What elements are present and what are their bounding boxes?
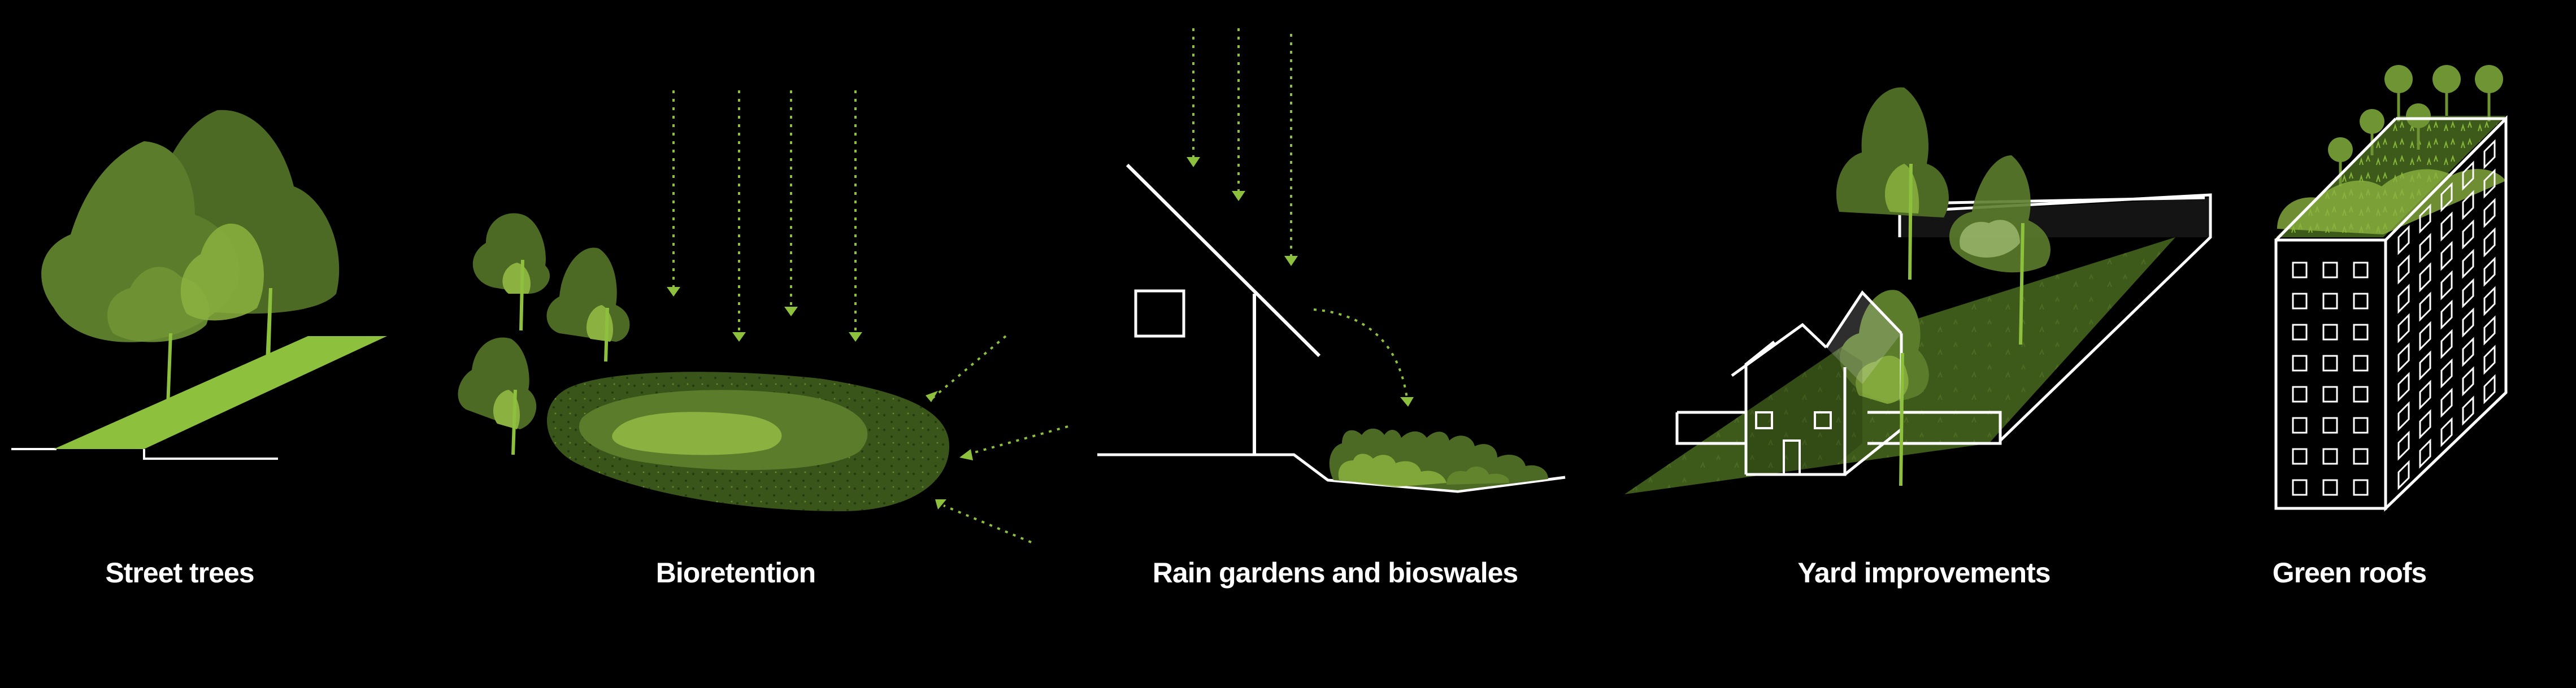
window <box>2353 324 2369 341</box>
window <box>2462 160 2474 191</box>
caption-green-roofs: Green roofs <box>2272 557 2427 589</box>
caption-street-trees: Street trees <box>105 557 254 589</box>
window <box>2483 345 2496 375</box>
street-trees-illustration <box>11 110 387 460</box>
window <box>2353 479 2369 496</box>
green-roof-illustration <box>2274 65 2508 512</box>
window <box>2397 313 2410 343</box>
window <box>2419 409 2431 439</box>
window <box>2292 262 2308 278</box>
bioretention-illustration <box>458 90 1068 543</box>
window <box>2462 219 2474 250</box>
window <box>2397 342 2410 373</box>
window <box>2397 254 2410 285</box>
window <box>2462 190 2474 220</box>
window <box>2419 350 2431 381</box>
window <box>2322 355 2338 372</box>
window <box>2440 387 2453 418</box>
window <box>2440 182 2453 212</box>
house-icon <box>1731 290 1903 476</box>
window <box>2353 448 2369 465</box>
window <box>2419 233 2431 263</box>
window <box>2322 417 2338 434</box>
caption-rain-gardens: Rain gardens and bioswales <box>1152 557 1518 589</box>
window <box>2322 448 2338 465</box>
window <box>2440 417 2453 447</box>
window <box>2419 380 2431 410</box>
window <box>2292 479 2308 496</box>
window <box>2440 329 2453 359</box>
window <box>2483 139 2496 169</box>
window <box>2462 278 2474 308</box>
window <box>2322 479 2338 496</box>
window <box>2483 256 2496 287</box>
window <box>2292 293 2308 310</box>
window <box>2483 315 2496 346</box>
window <box>2462 395 2474 426</box>
window <box>2292 355 2308 372</box>
window <box>2483 286 2496 316</box>
window <box>2419 321 2431 351</box>
window <box>2483 374 2496 404</box>
window <box>2419 438 2431 469</box>
window <box>2440 241 2453 271</box>
window <box>2483 198 2496 228</box>
caption-yard-improvements: Yard improvements <box>1797 557 2051 589</box>
window <box>2440 358 2453 389</box>
rain-garden-illustration <box>1097 28 1566 493</box>
window <box>2397 372 2410 402</box>
window <box>2322 324 2338 341</box>
window <box>2397 225 2410 255</box>
window <box>2322 386 2338 403</box>
window <box>2462 307 2474 338</box>
window <box>2292 386 2308 403</box>
window <box>2353 355 2369 372</box>
window <box>2440 299 2453 330</box>
window <box>2292 324 2308 341</box>
window <box>2353 417 2369 434</box>
window <box>2483 168 2496 199</box>
caption-bioretention: Bioretention <box>655 557 816 589</box>
window <box>2397 430 2410 461</box>
window <box>2397 460 2410 490</box>
window <box>2440 270 2453 301</box>
window <box>2353 262 2369 278</box>
window <box>2483 227 2496 258</box>
window <box>2322 293 2338 310</box>
window <box>2292 448 2308 465</box>
window <box>2462 366 2474 397</box>
window <box>2353 293 2369 310</box>
window <box>2322 262 2338 278</box>
window <box>2419 262 2431 293</box>
window <box>2419 203 2431 234</box>
window <box>2292 417 2308 434</box>
window <box>2397 401 2410 432</box>
yard-illustration <box>1624 87 2212 494</box>
window <box>2353 386 2369 403</box>
window <box>2462 337 2474 367</box>
window <box>2397 284 2410 314</box>
window <box>2419 291 2431 322</box>
window <box>2462 249 2474 279</box>
window <box>2440 211 2453 242</box>
